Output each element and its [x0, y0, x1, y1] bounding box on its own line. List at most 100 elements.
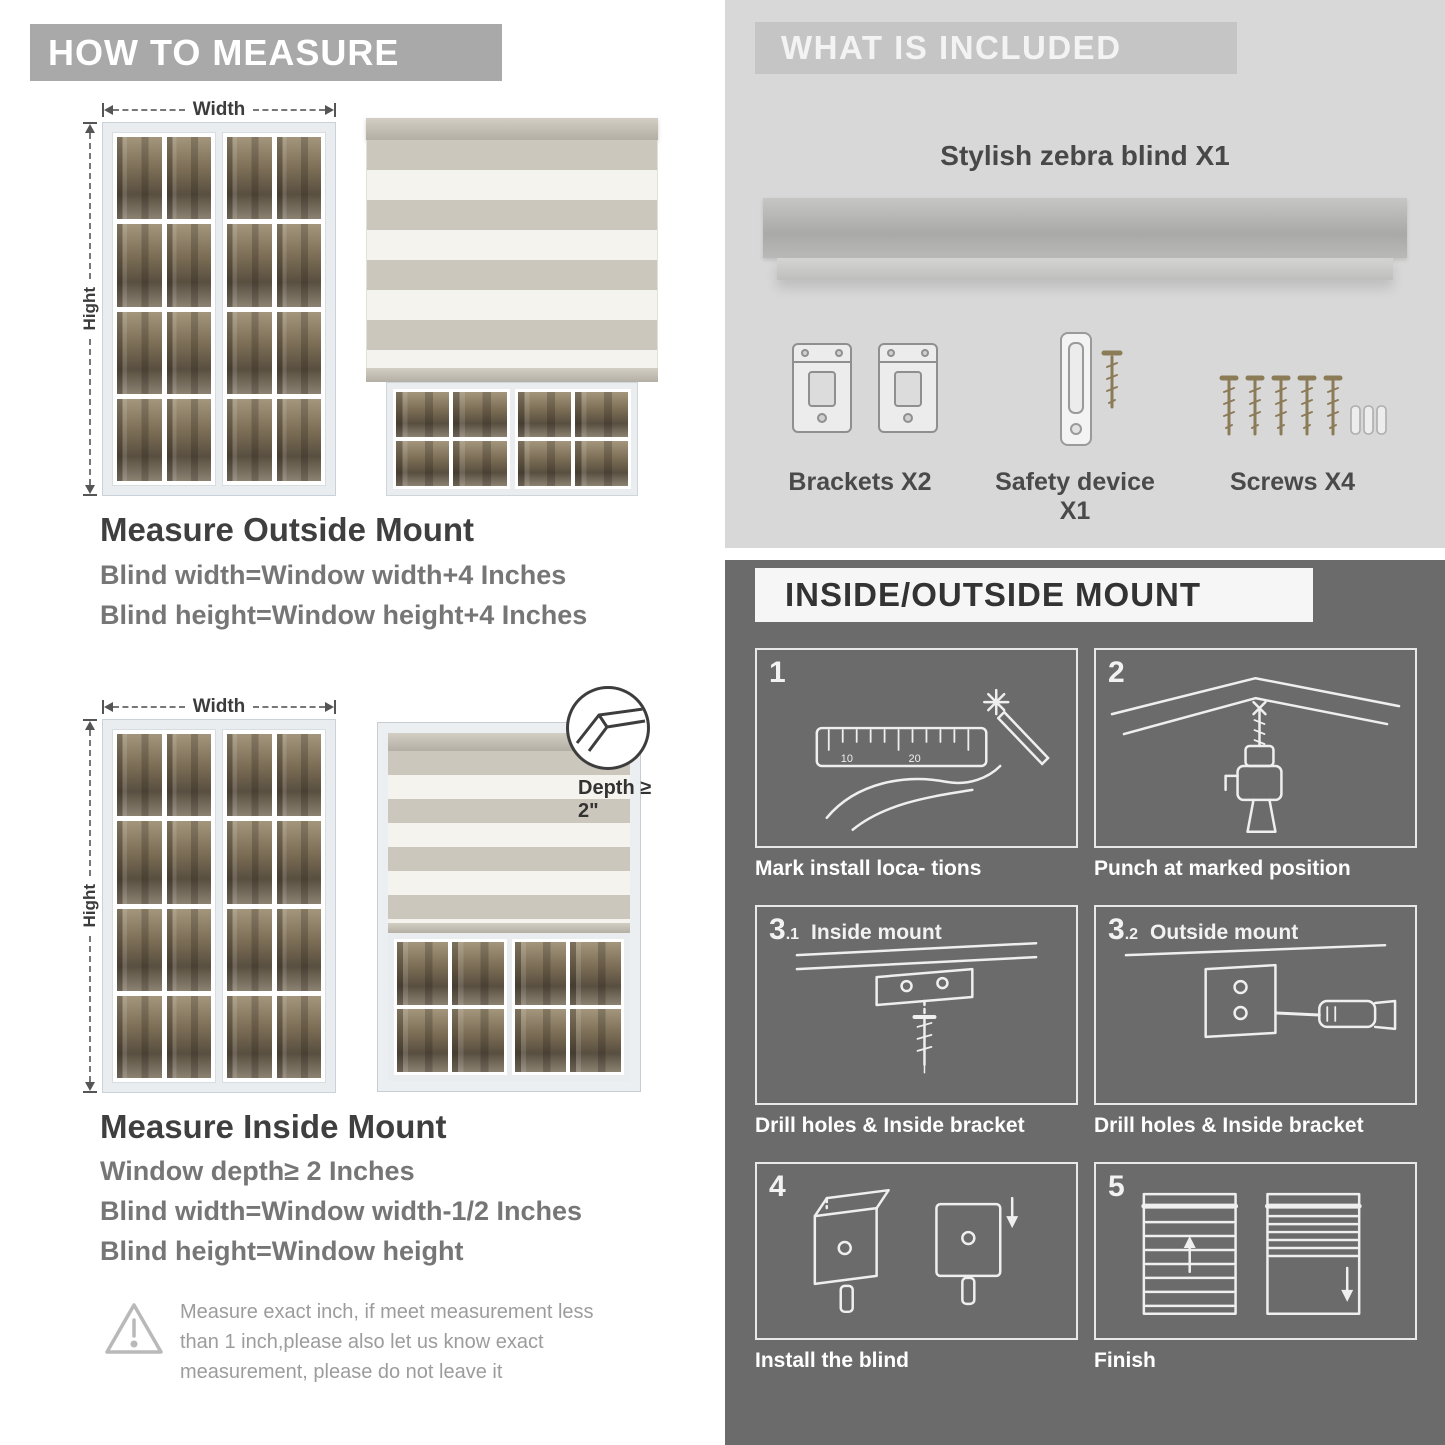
arrow-down-icon: [85, 485, 95, 494]
measure-dash: [89, 133, 91, 280]
zebra-blind-inside-illustration: [378, 723, 640, 1091]
mount-guide-title: INSIDE/OUTSIDE MOUNT: [785, 576, 1202, 613]
blind-headrail: [366, 118, 658, 140]
mount-guide-banner: INSIDE/OUTSIDE MOUNT: [755, 568, 1313, 622]
window-lower-part: [388, 933, 630, 1081]
measure-dash: [89, 935, 91, 1082]
arrow-up-icon: [85, 124, 95, 133]
step-number: 4: [769, 1170, 786, 1203]
arrow-left-icon: [104, 702, 113, 712]
step-panel: 2: [1094, 648, 1417, 848]
inside-rule-width: Blind width=Window width-1/2 Inches: [100, 1196, 583, 1226]
measure-cap: [102, 700, 104, 714]
install-blind-illustration: [813, 1188, 1019, 1314]
inside-mount-heading: Measure Inside Mount: [100, 1108, 447, 1145]
measure-dash: [113, 109, 185, 111]
width-measure-arrow: Width: [102, 98, 336, 122]
step-punch-position: 2: [1094, 648, 1417, 883]
svg-text:20: 20: [909, 753, 921, 765]
inside-bracket-illustration: [795, 941, 1038, 1074]
step-number: 5: [1108, 1170, 1125, 1203]
inside-rule-height: Blind height=Window height: [100, 1236, 464, 1266]
height-label: Hight: [80, 884, 99, 928]
height-measure-arrow: Hight: [78, 122, 102, 496]
what-is-included-title: WHAT IS INCLUDED: [781, 29, 1122, 66]
window-illustration-outside: Width Hight: [78, 98, 336, 496]
measure-dash: [113, 706, 185, 708]
measure-warning-text: Measure exact inch, if meet measurement …: [180, 1301, 594, 1383]
blind-bottomrail: [388, 923, 630, 933]
step-mark-locations: 1 10: [755, 648, 1078, 883]
step-caption: Punch at marked position: [1094, 857, 1351, 880]
outside-rule-height: Blind height=Window height+4 Inches: [100, 600, 588, 630]
step-install-blind: 4: [755, 1162, 1078, 1375]
window-sash: [394, 939, 507, 1075]
blind-bottomrail: [366, 368, 658, 382]
width-label: Width: [192, 696, 246, 717]
measure-dash: [89, 730, 91, 877]
step-finish: 5: [1094, 1162, 1417, 1375]
inside-rule-depth: Window depth≥ 2 Inches: [100, 1156, 415, 1186]
zebra-blind-outside-illustration: [366, 118, 658, 496]
measure-dash: [253, 706, 325, 708]
what-is-included-section: WHAT IS INCLUDED Stylish zebra blind X1: [725, 0, 1445, 548]
depth-callout-circle: [566, 686, 650, 770]
arrow-right-icon: [325, 702, 334, 712]
mount-guide-section: INSIDE/OUTSIDE MOUNT 1: [725, 560, 1445, 1445]
outside-mount-heading: Measure Outside Mount: [100, 511, 475, 548]
height-label: Hight: [80, 287, 99, 331]
step-panel: 4: [755, 1162, 1078, 1340]
what-is-included-banner: WHAT IS INCLUDED: [755, 22, 1237, 74]
window-frame: [102, 122, 336, 496]
step-panel: 5: [1094, 1162, 1417, 1340]
safety-device-label: Safety device X1: [995, 468, 1155, 525]
measure-dash: [89, 338, 91, 485]
safety-device-icon: [1043, 325, 1138, 460]
outside-bracket-illustration: [1124, 943, 1397, 1039]
step-caption: Mark install loca- tions: [755, 857, 982, 880]
warning-triangle-icon: [103, 1300, 165, 1363]
arrow-up-icon: [85, 721, 95, 730]
how-to-measure-banner: HOW TO MEASURE: [30, 24, 502, 81]
measure-cap: [83, 494, 97, 496]
step-number: 2: [1108, 656, 1125, 689]
screws-label: Screws X4: [1229, 468, 1356, 496]
outside-mount-figure: Width Hight: [78, 98, 663, 500]
step-caption: Drill holes & Inside bracket: [1094, 1114, 1364, 1137]
arrow-left-icon: [104, 105, 113, 115]
window-illustration-inside: Width Hight: [78, 695, 336, 1093]
measure-dash: [253, 109, 325, 111]
width-measure-arrow: Width: [102, 695, 336, 719]
window-lower-part: [386, 382, 638, 496]
width-label: Width: [192, 99, 246, 120]
brackets-label: Brackets X2: [788, 468, 932, 496]
finished-blinds-illustration: [1141, 1192, 1362, 1316]
window-sash: [112, 729, 216, 1083]
mount-steps-grid: 1 10: [755, 648, 1417, 1375]
blind-headrail-lip: [777, 258, 1393, 280]
step-caption: Drill holes & Inside bracket: [755, 1114, 1025, 1137]
measure-cap: [83, 719, 97, 721]
inside-mount-figure: Width Hight: [78, 686, 663, 1097]
measuring-tape-illustration: 10 20: [815, 688, 1050, 831]
window-sash: [222, 729, 326, 1083]
drill-illustration: [1110, 676, 1401, 833]
window-sash: [511, 939, 624, 1075]
blind-stripes: [388, 751, 630, 923]
measure-cap: [83, 122, 97, 124]
step-number: 1: [769, 656, 786, 689]
outside-rule-width: Blind width=Window width+4 Inches: [100, 560, 567, 590]
depth-callout-label: Depth ≥ 2": [578, 777, 652, 822]
blind-headrail-illustration: [763, 198, 1407, 258]
window-sash: [393, 389, 510, 489]
window-sash: [222, 132, 326, 486]
product-name: Stylish zebra blind X1: [940, 140, 1230, 171]
svg-text:10: 10: [841, 753, 853, 765]
how-to-measure-title: HOW TO MEASURE: [48, 32, 400, 73]
